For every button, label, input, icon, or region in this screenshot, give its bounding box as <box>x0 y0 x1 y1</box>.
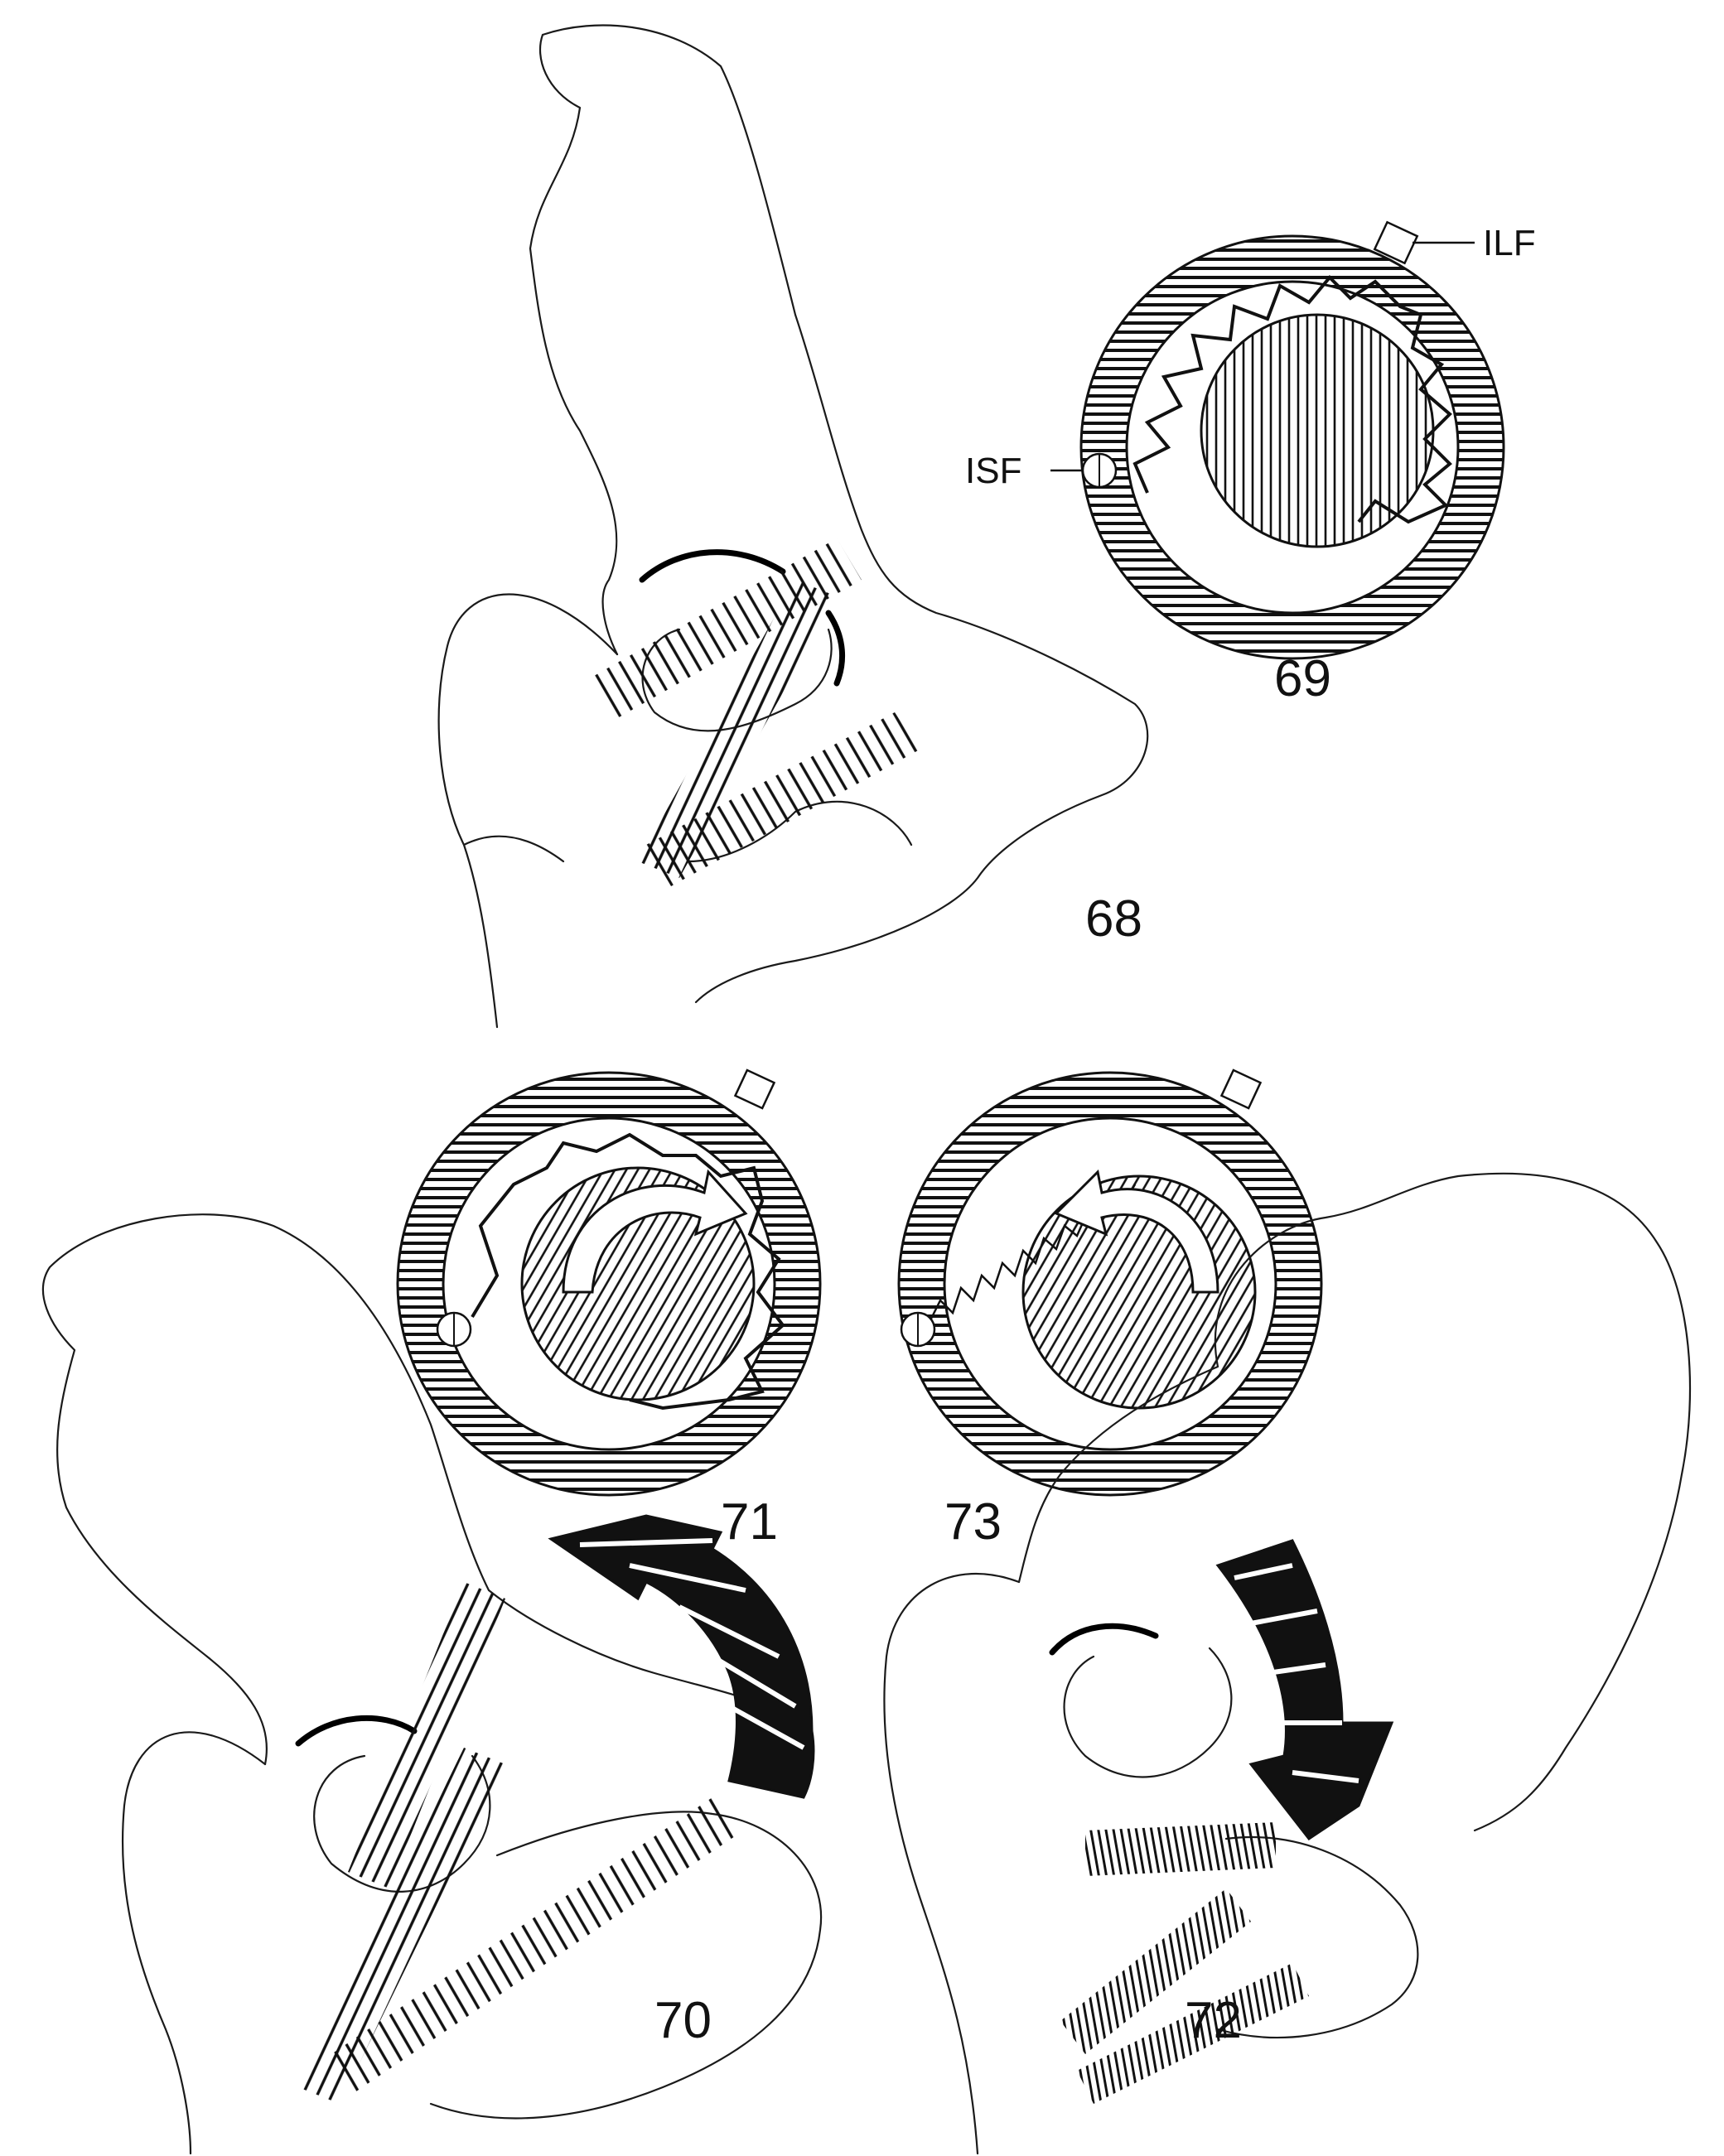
figure-68-muscle-band-c <box>646 712 920 886</box>
figure-68-ilium-outline <box>529 24 1149 1004</box>
figure-70-curved-motion-arrow <box>548 1514 815 1799</box>
figure-70-number: 70 <box>654 1992 712 2049</box>
figure-71-cross-section-diagram: 71 <box>396 1068 822 1551</box>
figure-72-acetabular-rim <box>1049 1623 1159 1656</box>
figure-68-acetabular-rim <box>639 549 786 583</box>
figure-70-hip-joint-illustration: 70 <box>41 1213 823 2155</box>
figure-68-number: 68 <box>1085 890 1142 948</box>
figure-69-cross-section-diagram: ILF ISF 69 <box>965 220 1536 707</box>
figure-72-ilium-outline <box>1017 1172 1692 1832</box>
figure-69-number: 69 <box>1274 650 1331 707</box>
figure-72-hip-joint-illustration: 72 <box>883 1172 1692 2155</box>
figure-73-number: 73 <box>944 1493 1002 1551</box>
figure-70-acetabular-rim <box>295 1715 418 1747</box>
figure-72-number: 72 <box>1185 1992 1242 2049</box>
figure-71-ligament-zigzag <box>471 1132 785 1411</box>
figure-68-muscle-band-b <box>638 580 837 878</box>
figure-70-muscle-band-c <box>331 1797 737 2091</box>
figure-70-ilium-outline <box>41 1213 797 1766</box>
figure-68-muscle-band-a <box>588 538 862 721</box>
figure-71-femoral-head <box>520 1166 756 1401</box>
figure-68-hip-joint-illustration: 68 <box>437 24 1149 1029</box>
figure-69-ilf-label: ILF <box>1483 223 1536 263</box>
figure-72-ischium-outline <box>1216 1836 1419 2039</box>
figure-69-femoral-head <box>1200 313 1435 548</box>
figure-70-muscle-band-a <box>298 1748 505 2104</box>
figure-72-muscle-band-c <box>1077 1963 1309 2104</box>
figure-73-rotation-arrow <box>1054 1169 1219 1294</box>
figure-72-curved-motion-arrow <box>1215 1539 1394 1841</box>
figure-71-notch-right <box>733 1068 776 1110</box>
figure-71-number: 71 <box>721 1493 778 1551</box>
figure-72-muscle-band-a <box>1085 1822 1276 1876</box>
figure-69-ligament-zigzag <box>1132 275 1452 524</box>
figure-73-cross-section-diagram: 73 <box>897 1068 1323 1551</box>
figure-70-ischium-outline <box>429 1811 823 2120</box>
figure-72-muscle-band-b <box>1060 1888 1251 2054</box>
figure-71-rotation-arrow <box>562 1169 748 1294</box>
figure-69-isf-label: ISF <box>965 451 1021 491</box>
figure-68-trochanter-line <box>462 835 565 863</box>
figure-73-notch-right <box>1219 1068 1263 1110</box>
figure-69-ilf-notch <box>1373 220 1419 265</box>
figure-68-acetabular-rim-lower <box>825 610 846 687</box>
figure-72-femur-outline <box>883 1573 1233 2155</box>
figure-70-muscle-band-b <box>348 1582 505 1888</box>
